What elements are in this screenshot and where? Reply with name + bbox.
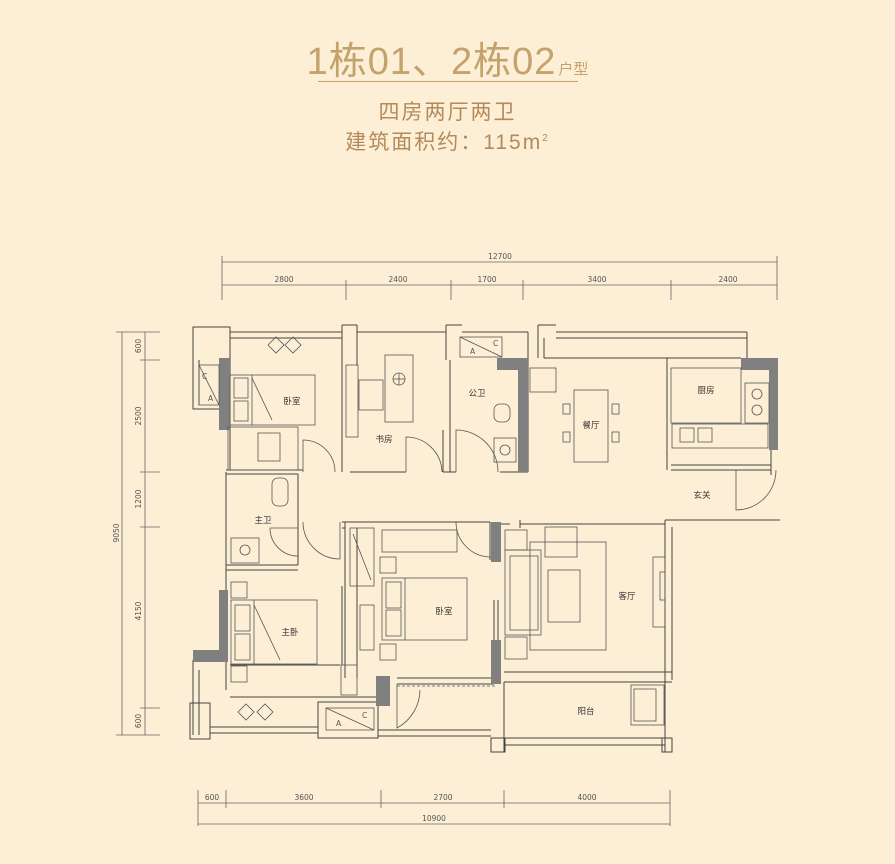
dimension-lines — [116, 256, 778, 826]
ac-label: A — [208, 394, 214, 403]
room-label-dining: 餐厅 — [582, 421, 600, 431]
room-label-bedroom-center: 卧室 — [435, 606, 453, 617]
room-label-master-bedroom: 主卧 — [281, 627, 299, 638]
dim-left-segment: 4150 — [134, 601, 143, 620]
ac-label: C — [493, 339, 498, 348]
title-suffix: 户型 — [558, 61, 589, 78]
area-subtitle: 建筑面积约：115m2 — [0, 126, 895, 156]
dim-top-segment: 2400 — [718, 275, 737, 284]
structural-columns — [193, 358, 778, 706]
ac-label: A — [336, 719, 342, 728]
dim-top-segment: 2400 — [388, 275, 407, 284]
dim-bottom-segment: 600 — [205, 793, 220, 802]
furniture — [198, 336, 770, 731]
room-label-study: 书房 — [375, 434, 392, 445]
ac-unit-labels: C A A C A C — [202, 339, 498, 728]
dim-top-total: 12700 — [488, 252, 512, 261]
title-divider — [318, 81, 578, 82]
room-label-bedroom-nw: 卧室 — [283, 396, 301, 407]
room-label-balcony: 阳台 — [577, 706, 594, 717]
layout-subtitle: 四房两厅两卫 — [378, 101, 517, 124]
dim-left-segment: 600 — [134, 339, 143, 354]
dim-bottom-segment: 4000 — [577, 793, 596, 802]
dim-top-segment: 1700 — [477, 275, 496, 284]
doors — [269, 429, 777, 729]
area-superscript: 2 — [542, 133, 550, 144]
dim-left-segment: 2500 — [134, 406, 143, 425]
room-label-kitchen: 厨房 — [697, 385, 714, 396]
dim-top-segment: 2800 — [274, 275, 293, 284]
title-main: 1栋01、2栋02 — [306, 41, 557, 83]
dim-left-total: 9050 — [112, 523, 121, 542]
room-label-master-bath: 主卫 — [254, 515, 272, 526]
dim-top-segment: 3400 — [587, 275, 606, 284]
dim-bottom-total: 10900 — [422, 814, 446, 823]
dim-bottom-segment: 2700 — [433, 793, 452, 802]
ac-label: C — [202, 372, 207, 381]
ac-label: C — [362, 711, 367, 720]
room-label-public-bath: 公卫 — [468, 389, 486, 399]
room-label-living-room: 客厅 — [618, 591, 636, 602]
room-label-entrance: 玄关 — [693, 490, 711, 501]
dim-left-segment: 600 — [134, 714, 143, 729]
dim-left-segment: 1200 — [134, 489, 143, 508]
ac-label: A — [470, 347, 476, 356]
area-label: 建筑面积约：115m — [345, 131, 543, 154]
dim-bottom-segment: 3600 — [294, 793, 313, 802]
